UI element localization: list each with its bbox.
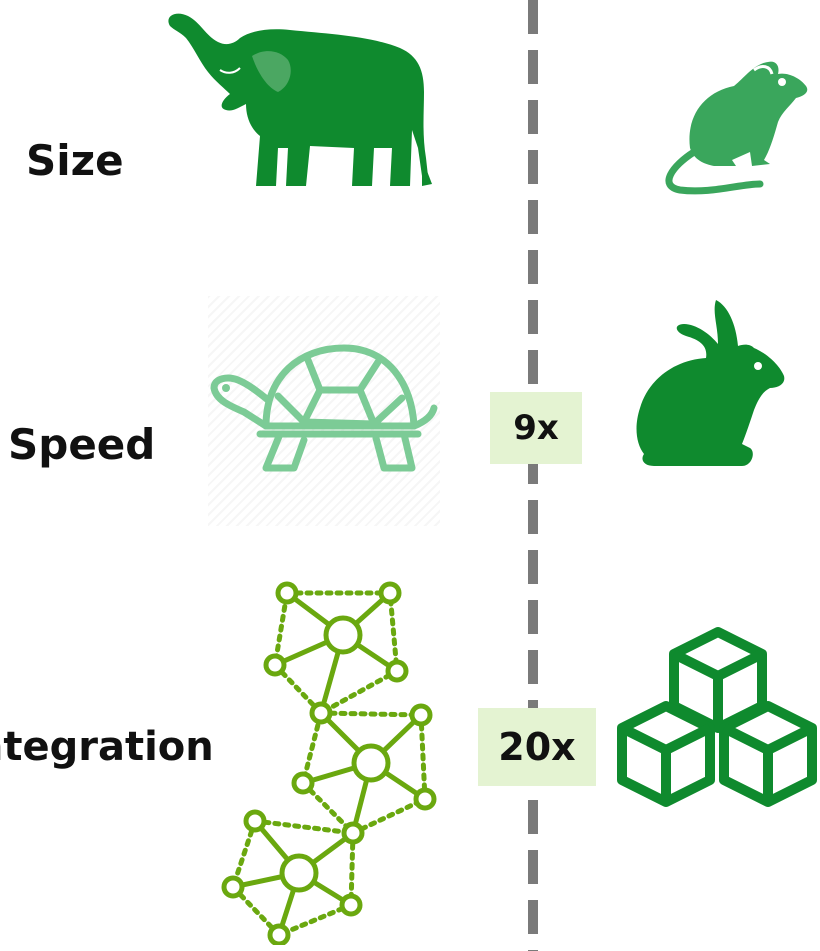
speed-factor-badge: 9x (490, 392, 582, 464)
rabbit-icon (636, 300, 785, 466)
row-label-integration: Integration (0, 724, 214, 770)
row-label-size: Size (26, 136, 124, 185)
elephant-icon (168, 13, 432, 186)
mouse-icon (665, 61, 808, 195)
dashed-divider (528, 0, 538, 951)
row-label-speed: Speed (8, 420, 156, 469)
integration-factor-badge: 20x (478, 708, 596, 786)
cubes-icon (617, 627, 817, 807)
turtle-icon (210, 344, 438, 472)
network-icon (221, 581, 437, 945)
